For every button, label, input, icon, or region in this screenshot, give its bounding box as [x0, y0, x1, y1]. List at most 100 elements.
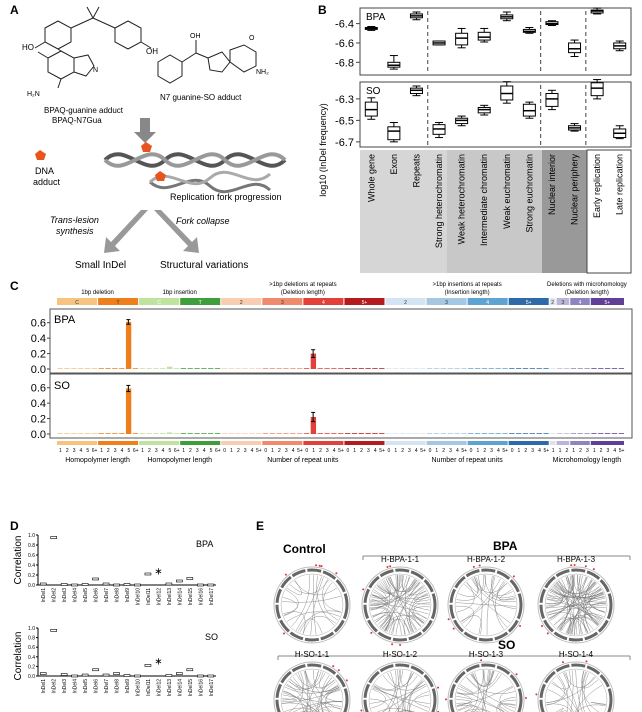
signature-bar — [303, 368, 310, 369]
tls-label: Trans-lesion — [50, 215, 99, 225]
xtick-label: 3 — [244, 448, 247, 454]
signature-bar — [187, 368, 193, 369]
xtick-label: 1 — [518, 448, 521, 454]
signature-bar — [365, 368, 371, 369]
circos-link — [287, 580, 303, 596]
circos-link — [491, 575, 513, 596]
circos-link — [284, 707, 317, 712]
circos-link — [546, 671, 569, 706]
ytick-label: 0.2 — [31, 349, 46, 361]
signature-bar — [105, 368, 111, 369]
signature-bar — [78, 433, 84, 434]
region-category-label: Whole gene — [366, 154, 376, 202]
xtick-label: 2 — [401, 448, 404, 454]
circos-link — [484, 575, 515, 599]
xtick-label: InDel9 — [125, 679, 131, 694]
circos-link — [574, 685, 603, 712]
circos-link — [498, 699, 517, 712]
xtick-label: 2 — [360, 448, 363, 454]
circos-link — [456, 582, 475, 613]
signature-bar — [146, 368, 152, 369]
signature-bar — [543, 368, 549, 369]
circos-link — [570, 670, 574, 712]
circos-link — [456, 605, 474, 627]
signature-bar — [344, 368, 351, 369]
xtick-label: 2 — [442, 448, 445, 454]
xaxis-group-label: Homopolymer length — [147, 457, 212, 464]
signature-bar — [468, 433, 474, 434]
signature-bar — [563, 368, 570, 369]
circos-link — [555, 708, 564, 712]
circos-outer-ring — [537, 566, 615, 644]
signature-bar — [125, 321, 132, 369]
circos-link — [388, 575, 400, 591]
signature-bar — [64, 433, 70, 434]
circos-link — [477, 575, 483, 635]
signature-bar — [235, 368, 241, 369]
signature-bar — [604, 433, 611, 434]
panel-d-bpa-label: BPA — [196, 539, 213, 549]
circos-link — [413, 590, 430, 601]
signature-bar — [433, 368, 440, 369]
circos-marker — [437, 686, 440, 689]
signature-bar — [413, 368, 419, 369]
signature-bar — [392, 433, 399, 434]
xtick-label: InDel1 — [41, 588, 47, 603]
class-color-block — [98, 298, 139, 305]
circos-title: H-SO-1-4 — [559, 650, 594, 659]
circos-link — [322, 579, 342, 613]
circos-link — [316, 677, 333, 712]
circos-chromosome-ring — [539, 663, 613, 712]
signature-bar — [351, 368, 358, 369]
dna-adduct-label-2: adduct — [33, 177, 61, 187]
xtick-label: 3 — [531, 448, 534, 454]
signature-bar — [112, 368, 118, 369]
circos-inner-ring — [280, 573, 344, 637]
xtick-label: 0 — [511, 448, 514, 454]
signature-bar — [57, 368, 63, 369]
xtick-label: 6+ — [133, 448, 139, 454]
ytick-label: 0.0 — [28, 583, 35, 589]
circos-link — [283, 690, 304, 712]
xtick-label: 5+ — [502, 448, 508, 454]
signature-bar — [187, 433, 193, 434]
group-subheader: (Insertion length) — [445, 290, 490, 296]
xtick-label: 3 — [408, 448, 411, 454]
signature-yticks: 0.00.20.40.60.00.20.40.6 — [31, 318, 50, 441]
ytick-label: 0.0 — [28, 674, 35, 680]
circos-link — [466, 677, 515, 709]
circos-link — [372, 612, 389, 627]
circos-link — [377, 575, 398, 594]
signature-bar — [228, 433, 234, 434]
signature-bar — [481, 433, 488, 434]
circos-link — [471, 672, 499, 687]
svg-text:HO: HO — [22, 43, 34, 52]
correlation-box — [102, 582, 110, 586]
circos-marker — [362, 588, 365, 591]
xtick-label: InDel12 — [156, 588, 162, 605]
circos-link — [384, 575, 398, 631]
xtick-label: InDel3 — [62, 679, 68, 694]
class-color-block — [590, 298, 624, 305]
xtick-label: InDel13 — [167, 679, 173, 696]
class-color-strip — [139, 441, 180, 445]
circos-link — [390, 576, 418, 630]
signature-bar — [591, 368, 597, 369]
xtick-label: InDel8 — [115, 588, 121, 603]
circos-marker — [370, 631, 373, 634]
xtick-label: 5+ — [379, 448, 385, 454]
circos-title: H-BPA-1-2 — [467, 555, 506, 564]
circos-outer-ring — [447, 566, 525, 644]
bpaq-adduct-subtitle: BPAQ-N7Gua — [52, 116, 102, 125]
region-category-label: Weak heterochromatin — [457, 154, 467, 244]
circos-link — [547, 594, 601, 623]
panel-e-label: E — [256, 519, 264, 533]
circos-link — [576, 704, 606, 712]
circos-link — [549, 576, 569, 620]
xtick-label: 6+ — [215, 448, 221, 454]
signature-bar — [358, 368, 364, 369]
ytick-label: 0.4 — [28, 655, 35, 661]
circos-link — [305, 670, 311, 712]
ytick-label: 1.0 — [28, 533, 35, 539]
circos-link — [399, 710, 414, 712]
